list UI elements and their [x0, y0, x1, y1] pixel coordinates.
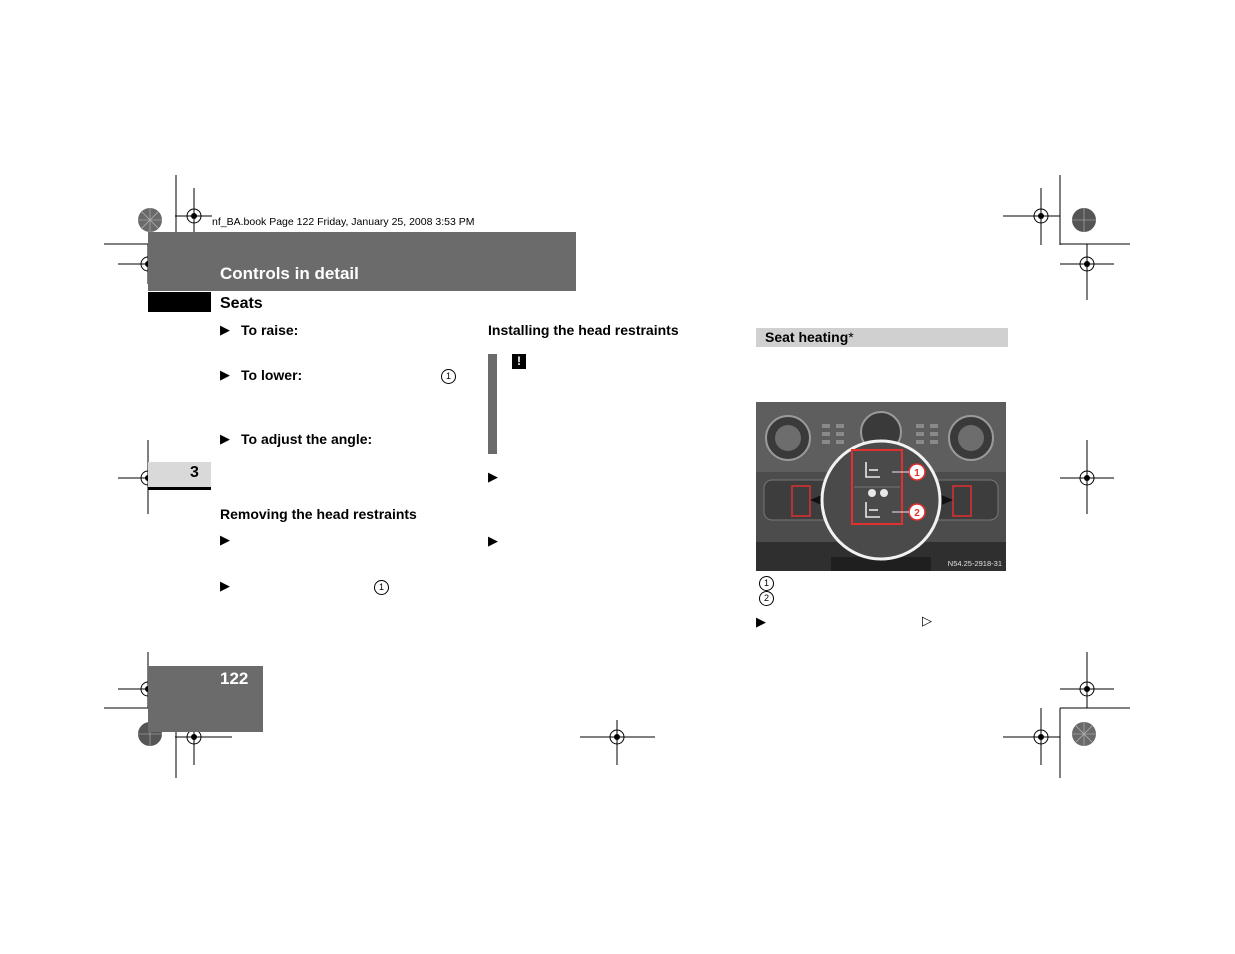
page-number: 122 [220, 669, 249, 688]
figure-callout-1: 1 [914, 468, 920, 479]
chapter-tab [148, 462, 211, 488]
section-marker-bar [148, 292, 211, 312]
callout-1-icon: 1 [441, 369, 456, 384]
bullet-arrow-icon: ▶ [488, 533, 498, 548]
callout-1-icon: 1 [374, 580, 389, 595]
bullet-arrow-icon: ▶ [220, 532, 230, 547]
bullet-arrow-icon: ▶ [488, 469, 498, 484]
bullet-arrow-icon: ▶ [220, 322, 230, 337]
legend-callout-2-icon: 2 [759, 591, 774, 606]
bullet-arrow-icon: ▶ [220, 367, 230, 382]
figure-callout-2: 2 [914, 508, 920, 519]
climate-control-photo: 1 2 N54.25-2918-31 [756, 402, 1006, 571]
seat-heating-bar [756, 328, 1008, 347]
book-info-line: nf_BA.book Page 122 Friday, January 25, … [212, 216, 475, 228]
removing-heading: Removing the head restraints [220, 506, 417, 522]
bullet-arrow-icon: ▶ [756, 614, 766, 629]
climate-panel-illustration: 1 2 [756, 402, 1006, 571]
bullet-arrow-icon: ▶ [220, 578, 230, 593]
page-number-tab [148, 666, 263, 732]
seat-heating-title: Seat heating* [765, 329, 854, 345]
exclamation-icon: ! [512, 354, 526, 369]
bullet-arrow-icon: ▶ [220, 431, 230, 446]
step-lower-label: To lower: [241, 367, 303, 383]
step-angle-label: To adjust the angle: [241, 431, 373, 447]
installing-heading: Installing the head restraints [488, 322, 679, 338]
legend-callout-1-icon: 1 [759, 576, 774, 591]
warning-sidebar [488, 354, 497, 454]
outline-triangle-icon: ▷ [922, 613, 932, 628]
chapter-number: 3 [190, 464, 199, 481]
figure-code: N54.25-2918-31 [947, 559, 1002, 568]
chapter-tab-underline [148, 487, 211, 490]
step-raise-label: To raise: [241, 322, 299, 338]
section-title: Seats [220, 295, 263, 312]
chapter-header-bar [148, 232, 576, 291]
chapter-title: Controls in detail [220, 264, 359, 283]
